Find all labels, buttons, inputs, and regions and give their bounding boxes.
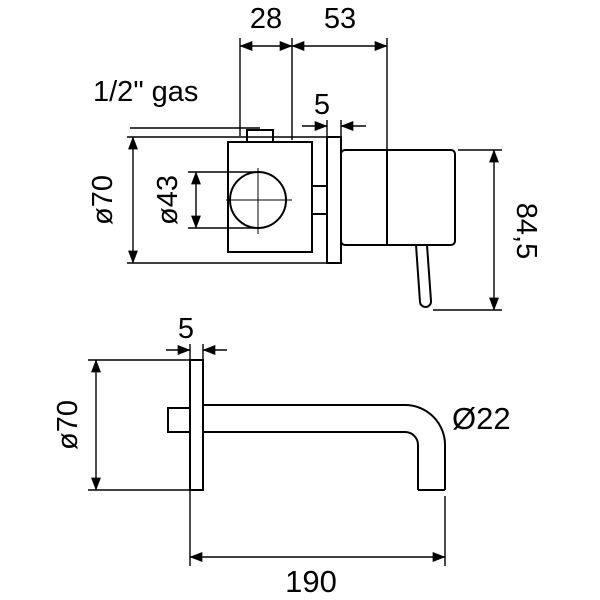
- plate-thickness-label-bottom: 5: [178, 313, 194, 345]
- valve-cylinder: [340, 149, 456, 246]
- plate-diameter-label-top: ø70: [87, 175, 119, 225]
- dim-53-label: 53: [324, 3, 356, 35]
- bottom-view-dimensions: 5 ø70 Ø22 190: [52, 313, 511, 599]
- in-wall-connector: [167, 407, 191, 433]
- lever-handle: [414, 244, 432, 308]
- spout-diameter-label: Ø22: [452, 401, 511, 436]
- in-wall-body: [227, 141, 313, 253]
- spout-inner-edge: [203, 431, 419, 490]
- spout-outer-edge: [203, 404, 446, 490]
- cartridge-diameter-label: ø43: [152, 175, 184, 225]
- dim-28-label: 28: [250, 3, 282, 35]
- inlet-pipe: [246, 129, 274, 142]
- top-view-dimensions: 28 53 1/2" gas 5 ø70 ø43 84,5: [87, 3, 542, 311]
- spout-side-view: [167, 359, 446, 491]
- height-label: 84,5: [510, 203, 542, 259]
- mixer-valve-side-view: [226, 129, 456, 308]
- wall-plate-top-view: [326, 136, 342, 264]
- plate-diameter-label-bottom: ø70: [52, 400, 84, 450]
- wall-plate-bottom-view: [189, 359, 204, 491]
- thread-label: 1/2" gas: [93, 76, 198, 108]
- spout-length-label: 190: [285, 564, 337, 599]
- plate-thickness-label-top: 5: [314, 89, 330, 121]
